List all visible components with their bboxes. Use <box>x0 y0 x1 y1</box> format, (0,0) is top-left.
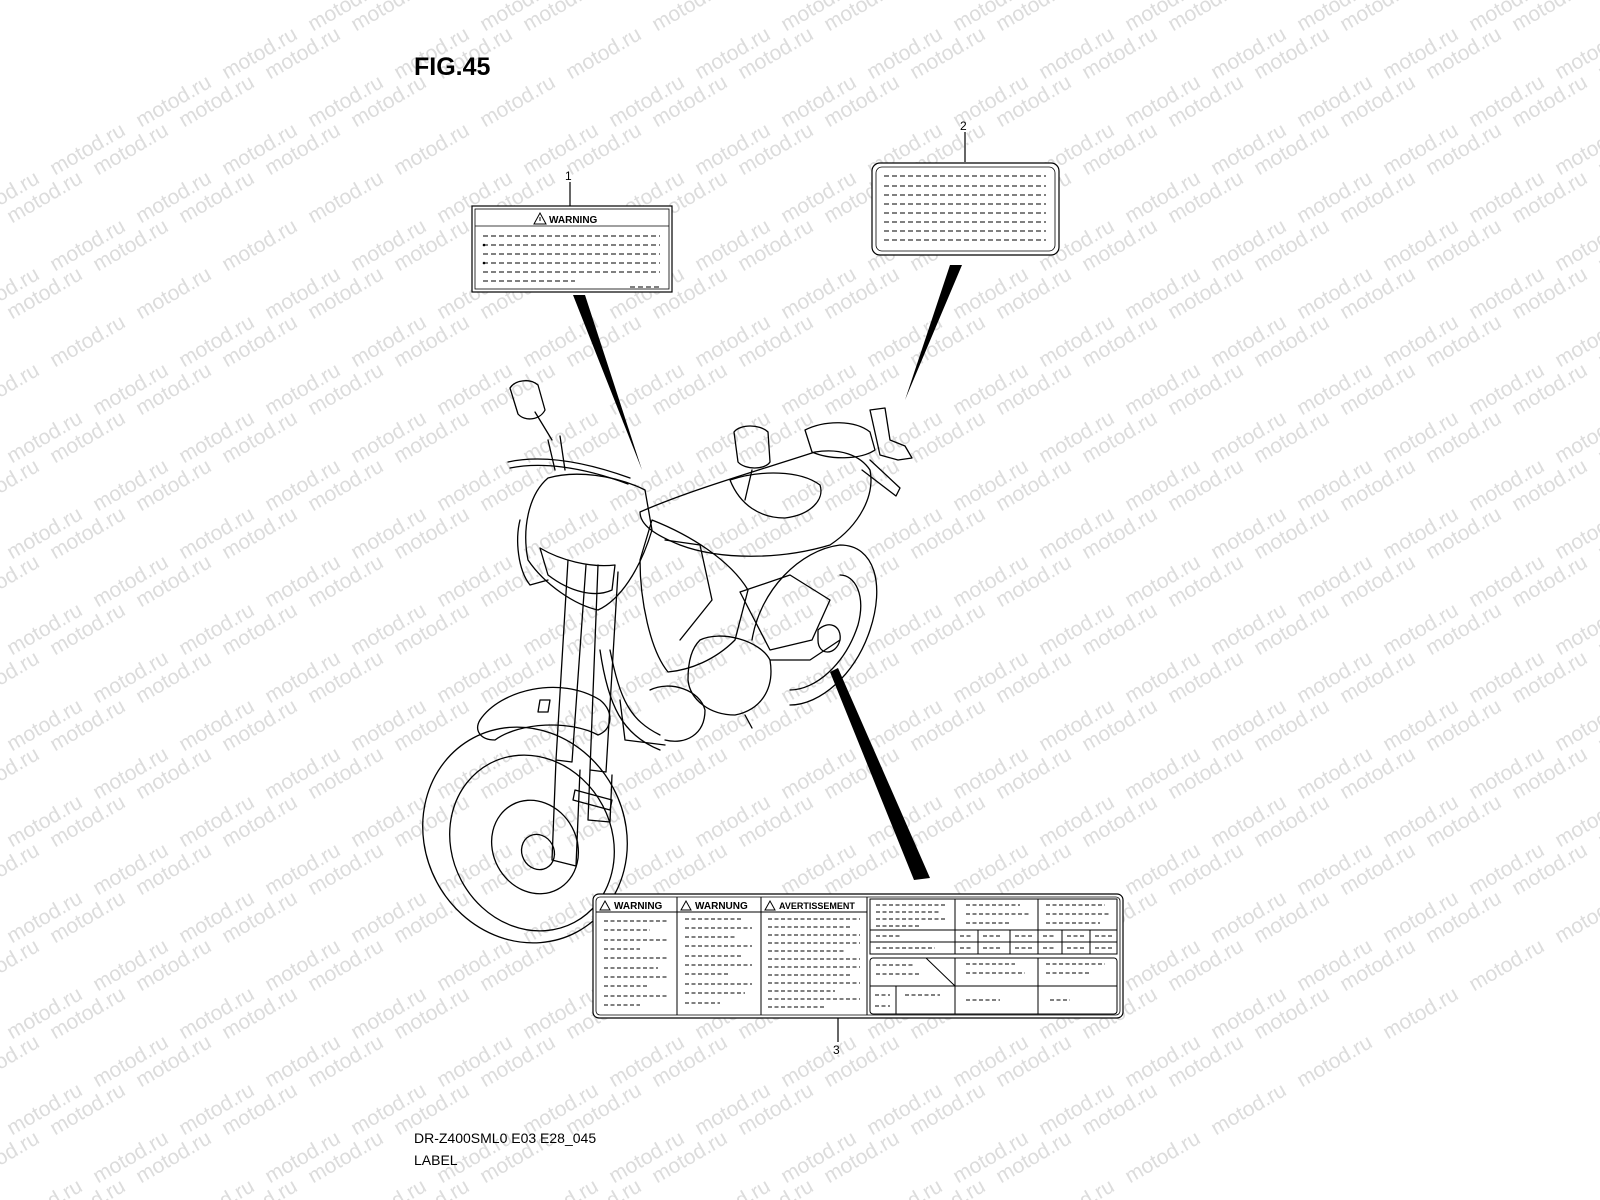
section-name: LABEL <box>414 1152 458 1168</box>
motorcycle-drawing <box>422 380 913 944</box>
leader-pointer-1 <box>573 295 642 470</box>
figure-title: FIG.45 <box>414 53 491 81</box>
label-2-blank <box>871 162 1060 256</box>
callout-number-2: 2 <box>960 119 967 133</box>
leader-pointer-3 <box>830 668 930 880</box>
label-1-header: WARNING <box>549 215 598 226</box>
model-code: DR-Z400SML0 E03 E28_045 <box>414 1130 597 1146</box>
callout-number-1: 1 <box>565 169 572 183</box>
warning-triangle-icon <box>533 211 547 225</box>
label-3-multilingual: WARNING WARNUNG AVERTISSEMENT <box>592 893 1124 1019</box>
label-1-warning: WARNING <box>471 205 673 293</box>
figure-caption: DR-Z400SML0 E03 E28_045 LABEL <box>414 1127 596 1171</box>
leader-pointer-2 <box>905 265 962 400</box>
label-3-header-en: WARNING <box>614 901 663 912</box>
warning-triangle-icon <box>599 899 776 911</box>
callout-number-3: 3 <box>833 1043 840 1057</box>
leader-pointers <box>573 265 962 880</box>
callouts <box>569 132 966 1042</box>
label-3-header-de: WARNUNG <box>695 901 748 912</box>
label-3-header-fr: AVERTISSEMENT <box>779 901 855 911</box>
